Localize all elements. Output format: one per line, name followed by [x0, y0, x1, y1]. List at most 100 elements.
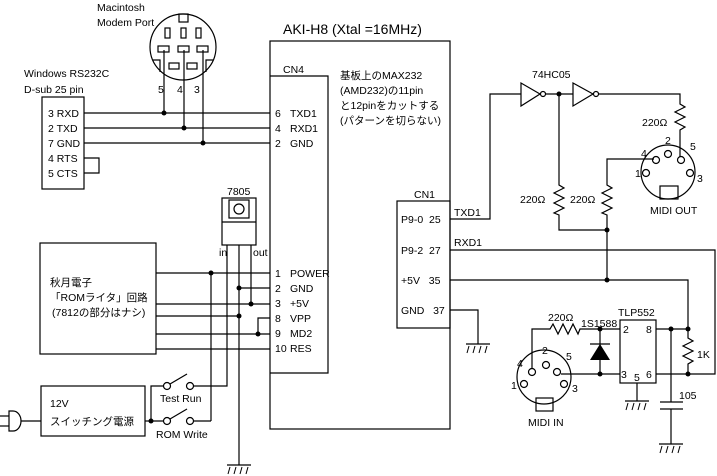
svg-text:基板上のMAX232: 基板上のMAX232: [340, 69, 422, 82]
svg-text:8: 8: [646, 324, 652, 336]
svg-text:GND: GND: [290, 283, 314, 295]
svg-text:8: 8: [275, 313, 281, 325]
svg-text:4: 4: [641, 148, 647, 160]
mac-modem-port-connector: [149, 13, 217, 81]
svg-text:GND: GND: [290, 138, 314, 150]
switch-bus: [145, 385, 163, 424]
svg-text:1: 1: [275, 268, 281, 280]
svg-text:5 CTS: 5 CTS: [48, 168, 78, 180]
svg-text:VPP: VPP: [290, 313, 311, 325]
svg-text:P9-2 27: P9-2 27: [401, 245, 441, 257]
test-run-switch[interactable]: [162, 373, 195, 391]
midi-out-connector: [640, 144, 696, 200]
power-voltage: 12V: [50, 398, 69, 410]
svg-text:POWER: POWER: [290, 268, 330, 280]
svg-text:4: 4: [275, 123, 281, 135]
board-title: AKI-H8 (Xtal =16MHz): [283, 21, 422, 37]
svg-text:2: 2: [275, 138, 281, 150]
svg-text:3 RXD: 3 RXD: [48, 108, 79, 120]
svg-text:(7812の部分はナシ): (7812の部分はナシ): [52, 306, 145, 319]
cn4-connector: [270, 75, 329, 374]
svg-text:GND 37: GND 37: [401, 305, 445, 317]
svg-text:「ROMライタ」回路: 「ROMライタ」回路: [50, 291, 148, 304]
dsub-pins: 3 RXD 2 TXD 7 GND 4 RTS 5 CTS: [48, 108, 81, 180]
svg-text:10: 10: [275, 343, 287, 355]
svg-text:(AMD232)の11pin: (AMD232)の11pin: [340, 85, 423, 97]
svg-text:3: 3: [572, 383, 578, 395]
svg-text:MD2: MD2: [290, 328, 312, 340]
ground-icon: [226, 464, 252, 475]
power-wires: [156, 245, 270, 465]
dsub-label-2: D-sub 25 pin: [24, 84, 84, 96]
serial-wires: [84, 50, 270, 174]
rxd1-label: RXD1: [454, 237, 482, 249]
inverter-label: 74HC05: [532, 69, 571, 81]
ground-icon: [658, 443, 684, 454]
r-b-label: 220Ω: [570, 194, 596, 206]
svg-text:1: 1: [635, 168, 641, 180]
svg-text:2 TXD: 2 TXD: [48, 123, 78, 135]
regulator-7805: [221, 197, 257, 246]
svg-text:2: 2: [275, 283, 281, 295]
regulator-in-label: in: [219, 247, 227, 259]
r-in-label: 220Ω: [548, 312, 574, 324]
regulator-out-label: out: [253, 247, 268, 259]
opto-label: TLP552: [618, 307, 655, 319]
svg-text:2: 2: [623, 324, 629, 336]
regulator-label: 7805: [227, 186, 251, 198]
svg-text:5: 5: [634, 372, 640, 384]
svg-text:4 RTS: 4 RTS: [48, 153, 78, 165]
midi-in-connector: [516, 349, 572, 412]
rom-writer-circuit: [39, 242, 157, 355]
cut-note: 基板上のMAX232 (AMD232)の11pin と12pinをカットする (…: [340, 69, 441, 127]
svg-text:4: 4: [177, 84, 183, 96]
cn4-label: CN4: [283, 64, 304, 76]
svg-text:秋月電子: 秋月電子: [50, 276, 92, 289]
rom-write-switch[interactable]: [162, 408, 195, 426]
txd1-label: TXD1: [454, 207, 481, 219]
mac-label-2: Modem Port: [97, 17, 154, 29]
midi-out-label: MIDI OUT: [650, 205, 698, 217]
svg-text:RES: RES: [290, 343, 312, 355]
rom-write-label: ROM Write: [156, 429, 208, 441]
svg-text:3: 3: [697, 173, 703, 185]
tlp552-optocoupler: [619, 319, 657, 384]
svg-text:と12pinをカットする: と12pinをカットする: [340, 100, 439, 112]
svg-text:3: 3: [621, 369, 627, 381]
cn1-label: CN1: [414, 189, 435, 201]
svg-text:(パターンを切らない): (パターンを切らない): [340, 115, 441, 127]
svg-text:1: 1: [511, 380, 517, 392]
test-run-label: Test Run: [160, 393, 202, 405]
opto-pin-labels: 2 8 3 5 6: [621, 324, 652, 384]
diode-icon: [590, 343, 610, 360]
svg-text:6: 6: [646, 369, 652, 381]
mac-label-1: Macintosh: [97, 2, 145, 14]
capacitor-label: 105: [679, 390, 697, 402]
diode-label: 1S1588: [581, 318, 617, 330]
svg-text:7 GND: 7 GND: [48, 138, 81, 150]
svg-text:5: 5: [566, 351, 572, 363]
midi-in-label: MIDI IN: [528, 417, 564, 429]
dsub-label-1: Windows RS232C: [24, 68, 110, 80]
svg-text:9: 9: [275, 328, 281, 340]
r-out-label: 220Ω: [642, 117, 668, 129]
midi-out-pin-labels: 4 2 5 1 3: [635, 135, 703, 185]
svg-text:5: 5: [158, 84, 164, 96]
svg-text:3: 3: [194, 84, 200, 96]
svg-text:P9-0 25: P9-0 25: [401, 214, 441, 226]
svg-text:+5V 35: +5V 35: [401, 275, 441, 287]
cn1-connector: [396, 200, 451, 329]
r-a-label: 220Ω: [520, 194, 546, 206]
svg-text:2: 2: [665, 135, 671, 147]
ground-icon: [465, 343, 491, 354]
r-1k-label: 1K: [697, 349, 710, 361]
svg-text:5: 5: [690, 141, 696, 153]
rom-writer-text: 秋月電子 「ROMライタ」回路 (7812の部分はナシ): [50, 276, 148, 319]
svg-text:2: 2: [542, 345, 548, 357]
svg-text:4: 4: [517, 358, 523, 370]
power-label: スイッチング電源: [50, 415, 134, 428]
